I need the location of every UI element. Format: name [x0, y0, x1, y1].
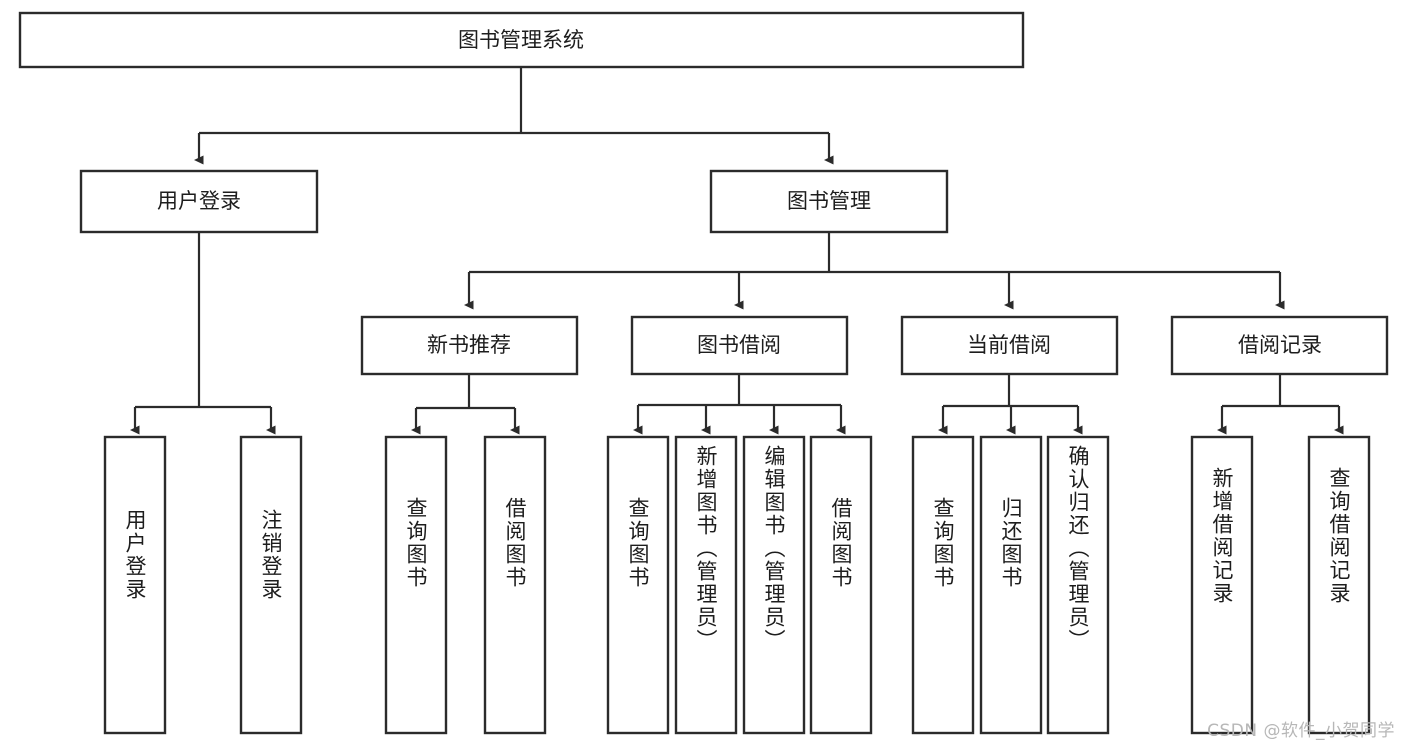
current-borrow-label: 当前借阅	[967, 333, 1051, 357]
leaf-box-borrow-record-1[interactable]	[1190, 435, 1254, 735]
connector-user-login-to-leaves	[130, 232, 276, 435]
node-root[interactable]: 图书管理系统	[18, 11, 1025, 69]
connector-new-book-recommend-to-leaves	[411, 374, 520, 435]
leaf-box-current-borrow-3[interactable]	[1046, 435, 1110, 735]
connector-book-management-to-level2	[464, 232, 1285, 310]
book-management-label: 图书管理	[787, 189, 871, 213]
leaf-box-book-borrow-1[interactable]	[606, 435, 670, 735]
connector-current-borrow-to-leaves	[938, 374, 1083, 435]
book-borrow-label: 图书借阅	[697, 333, 781, 357]
leaf-box-borrow-record-2[interactable]	[1307, 435, 1371, 735]
node-new-book-recommend[interactable]: 新书推荐	[360, 315, 579, 376]
node-user-login[interactable]: 用户登录	[79, 169, 319, 234]
new-book-recommend-box	[360, 315, 579, 376]
new-book-recommend-label: 新书推荐	[427, 333, 511, 357]
current-borrow-box	[900, 315, 1119, 376]
leaf-box-user-login-1[interactable]	[103, 435, 167, 735]
leaf-box-book-borrow-2[interactable]	[674, 435, 738, 735]
connector-book-borrow-to-leaves	[633, 374, 846, 435]
leaf-box-book-borrow-4[interactable]	[809, 435, 873, 735]
root-label: 图书管理系统	[458, 28, 584, 52]
csdn-watermark: CSDN @软件_小贺同学	[1207, 721, 1395, 741]
connector-root-to-level1	[194, 67, 834, 165]
leaf-box-book-borrow-3[interactable]	[742, 435, 806, 735]
node-book-management[interactable]: 图书管理	[709, 169, 949, 234]
borrow-record-label: 借阅记录	[1238, 333, 1322, 357]
node-current-borrow[interactable]: 当前借阅	[900, 315, 1119, 376]
node-book-borrow[interactable]: 图书借阅	[630, 315, 849, 376]
leaf-box-user-login-2[interactable]	[239, 435, 303, 735]
root-box	[18, 11, 1025, 69]
leaf-box-current-borrow-2[interactable]	[979, 435, 1043, 735]
connector-borrow-record-to-leaves	[1217, 374, 1344, 435]
user-login-box	[79, 169, 319, 234]
leaf-box-current-borrow-1[interactable]	[911, 435, 975, 735]
node-borrow-record[interactable]: 借阅记录	[1170, 315, 1389, 376]
leaf-box-new-book-1[interactable]	[384, 435, 448, 735]
user-login-label: 用户登录	[157, 189, 241, 213]
leaf-box-new-book-2[interactable]	[483, 435, 547, 735]
